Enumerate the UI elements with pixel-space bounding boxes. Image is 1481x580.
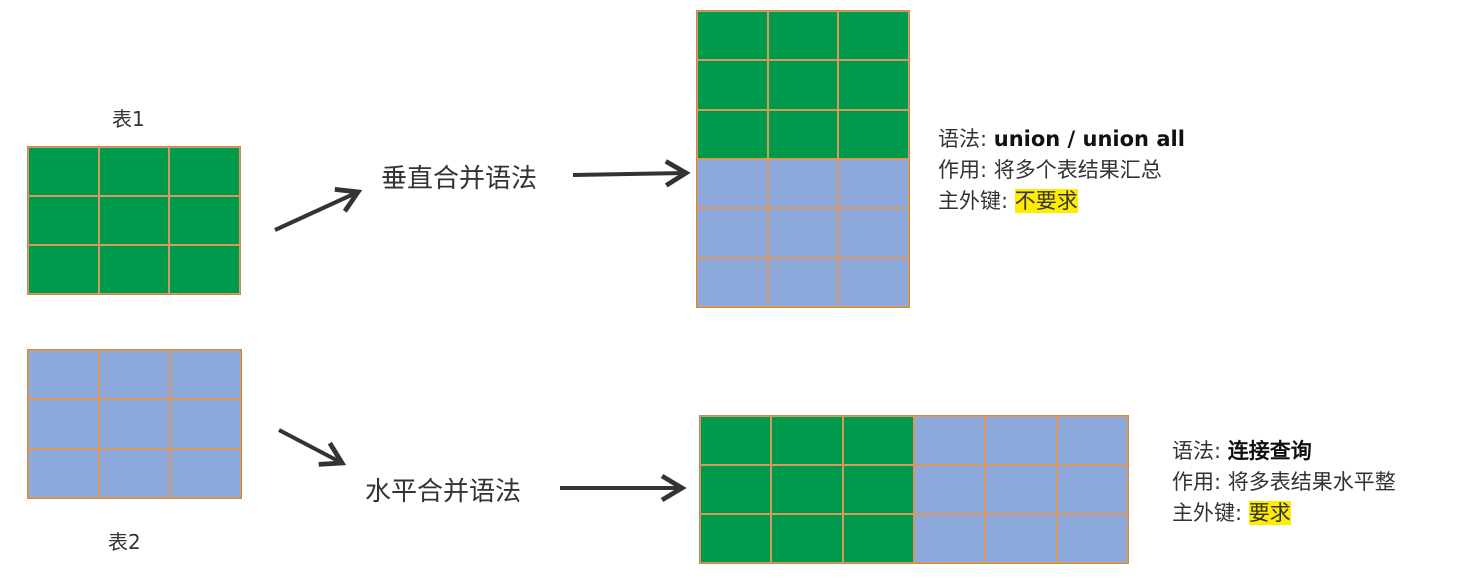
table-cell — [767, 208, 839, 258]
vertical-result-grid — [696, 10, 910, 308]
purpose-value: 将多个表结果汇总 — [993, 158, 1162, 182]
table-cell — [98, 196, 170, 245]
table-cell — [771, 416, 843, 465]
table-cell — [838, 158, 909, 209]
table-cell — [170, 448, 241, 498]
table-cell — [28, 245, 99, 294]
table-cell — [914, 416, 986, 465]
purpose-label: 作用: — [938, 158, 994, 182]
key-label: 主外键: — [938, 189, 1015, 213]
table1-label: 表1 — [112, 107, 145, 131]
table-cell — [985, 514, 1057, 563]
syntax-value: 连接查询 — [1227, 439, 1312, 463]
table-cell — [1056, 465, 1128, 514]
table2-grid — [27, 349, 242, 499]
key-value-highlight: 不要求 — [1014, 189, 1078, 213]
table-cell — [697, 60, 768, 110]
table-cell — [838, 11, 909, 61]
table-cell — [838, 208, 909, 258]
table-cell — [771, 465, 843, 514]
table-cell — [99, 350, 170, 400]
table-cell — [1056, 514, 1128, 563]
table-cell — [98, 245, 170, 294]
table-cell — [914, 514, 986, 563]
vertical-merge-title: 垂直合并语法 — [381, 164, 538, 194]
table1-grid — [27, 146, 241, 295]
arrow-icon — [572, 159, 691, 188]
table-cell — [697, 208, 768, 258]
table-cell — [697, 257, 768, 307]
table-cell — [842, 465, 914, 514]
table-cell — [697, 158, 768, 209]
table-cell — [838, 60, 909, 110]
table-cell — [28, 147, 99, 196]
syntax-value: union / union all — [993, 127, 1185, 151]
table2-label: 表2 — [108, 530, 141, 554]
table-cell — [170, 399, 241, 449]
table-cell — [99, 448, 170, 498]
syntax-label: 语法: — [938, 127, 994, 151]
vertical-info: 语法: union / union all 作用: 将多个表结果汇总 主外键: … — [938, 124, 1185, 217]
table-cell — [98, 147, 170, 196]
table-cell — [842, 514, 914, 563]
table-cell — [771, 514, 843, 563]
key-label: 主外键: — [1172, 501, 1249, 525]
table-cell — [767, 109, 839, 159]
table-cell — [169, 147, 240, 196]
key-value-highlight: 要求 — [1248, 501, 1291, 525]
table-cell — [914, 465, 986, 514]
table-cell — [169, 196, 240, 245]
table-cell — [700, 416, 772, 465]
horizontal-merge-title: 水平合并语法 — [365, 477, 522, 507]
table-cell — [838, 257, 909, 307]
table-cell — [842, 416, 914, 465]
table-cell — [700, 465, 772, 514]
syntax-label: 语法: — [1172, 439, 1228, 463]
table-cell — [767, 158, 839, 209]
table-cell — [28, 350, 99, 400]
table-cell — [28, 196, 99, 245]
table-cell — [697, 11, 768, 61]
table-cell — [1056, 416, 1128, 465]
table-cell — [697, 109, 768, 159]
table-cell — [700, 514, 772, 563]
table-cell — [99, 399, 170, 449]
table-cell — [838, 109, 909, 159]
table-cell — [767, 60, 839, 110]
horizontal-result-grid — [699, 415, 1129, 564]
purpose-value: 将多表结果水平整 — [1227, 470, 1396, 494]
table-cell — [985, 465, 1057, 514]
table-cell — [170, 350, 241, 400]
purpose-label: 作用: — [1172, 470, 1228, 494]
arrow-icon — [278, 428, 347, 467]
table-cell — [767, 257, 839, 307]
table-cell — [28, 448, 99, 498]
table-cell — [169, 245, 240, 294]
arrow-icon — [274, 187, 363, 232]
table-cell — [767, 11, 839, 61]
table-cell — [28, 399, 99, 449]
table-cell — [985, 416, 1057, 465]
horizontal-info: 语法: 连接查询 作用: 将多表结果水平整 主外键: 要求 — [1172, 436, 1396, 529]
